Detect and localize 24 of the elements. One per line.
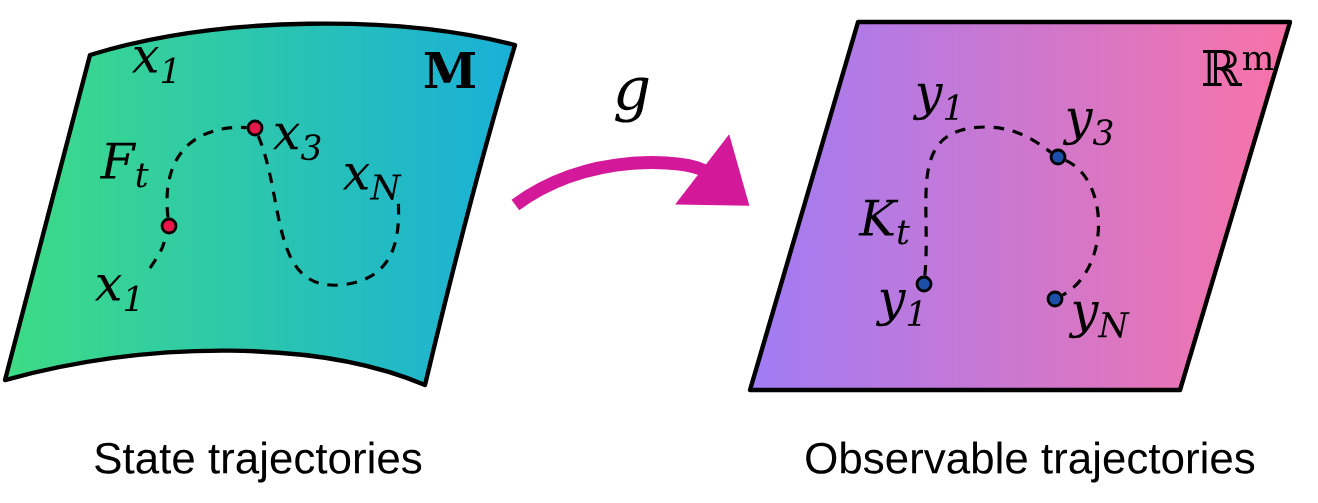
- math-label: x$_{3}$: [272, 123, 321, 161]
- math-label: y$_{1}$: [875, 289, 921, 327]
- math-label: F$_{t}$: [99, 142, 149, 188]
- dashed-curve: [1061, 159, 1101, 297]
- dashed-curve: [923, 125, 1052, 276]
- math-label: y$_{N}$: [1068, 301, 1130, 339]
- dashed-curve: [165, 125, 247, 218]
- panel-title: M: [424, 52, 475, 88]
- point-marker: [246, 119, 264, 137]
- point-marker: [915, 275, 933, 293]
- edge-label: g: [615, 77, 649, 123]
- point-marker: [160, 217, 178, 235]
- panel-title: ℝ$^{m}$: [1203, 50, 1274, 86]
- point-marker: [1046, 290, 1064, 308]
- math-label: x$_{1}$: [94, 275, 138, 312]
- math-label: x$_{1}$: [131, 47, 175, 84]
- panel-label: Observable trajectories: [806, 441, 1255, 483]
- math-label: y$_{3}$: [1062, 108, 1113, 146]
- dashed-curve: [256, 135, 401, 287]
- panel-label: State trajectories: [95, 441, 422, 483]
- math-label: K$_{t}$: [858, 199, 910, 245]
- math-label: x$_{N}$: [342, 164, 402, 201]
- math-label: y$_{1}$: [912, 83, 958, 121]
- point-marker: [1049, 148, 1067, 166]
